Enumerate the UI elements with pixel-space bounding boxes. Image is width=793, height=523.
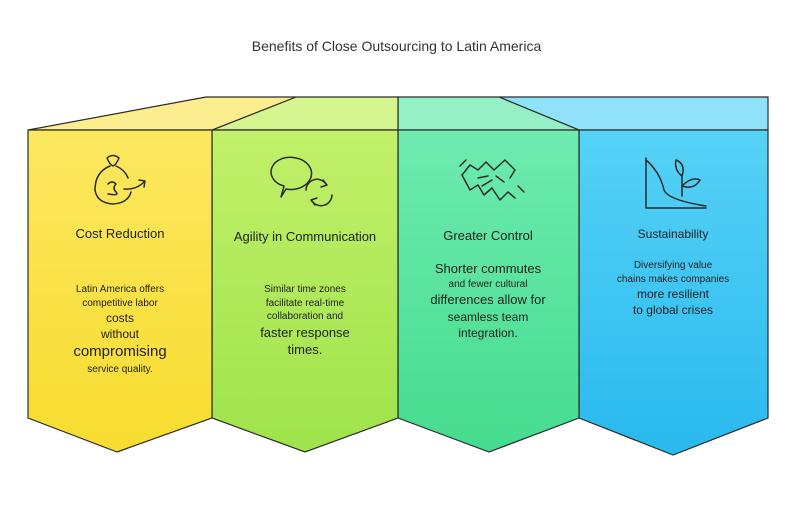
heading-sustainability: Sustainability bbox=[637, 227, 709, 241]
plant-growth-icon bbox=[645, 157, 707, 209]
desc-line: collaboration and bbox=[266, 311, 344, 322]
panel-sustainability bbox=[498, 96, 769, 456]
panel-greater-control bbox=[397, 96, 580, 453]
chat-refresh-icon bbox=[270, 156, 333, 207]
desc-line: competitive labor bbox=[82, 297, 158, 309]
desc-line: without bbox=[100, 327, 140, 342]
panel-cost-reduction bbox=[27, 96, 297, 453]
desc-line: faster response bbox=[260, 324, 350, 340]
desc-line: costs bbox=[105, 311, 134, 325]
desc-line: service quality. bbox=[87, 363, 153, 375]
desc-cost-reduction: Latin America offers competitive labor c… bbox=[40, 283, 200, 376]
panel-agility bbox=[211, 96, 399, 453]
money-bag-icon bbox=[94, 154, 146, 205]
desc-line: differences allow for bbox=[430, 292, 546, 308]
desc-greater-control: Shorter commutes and fewer cultural diff… bbox=[405, 260, 571, 341]
desc-line: Shorter commutes bbox=[434, 261, 542, 276]
desc-line: compromising bbox=[73, 343, 167, 361]
heading-agility: Agility in Communication bbox=[233, 229, 377, 244]
desc-line: and fewer cultural bbox=[448, 278, 528, 290]
desc-agility: Similar time zones facilitate real-time … bbox=[222, 283, 388, 359]
desc-line: to global crises bbox=[632, 303, 714, 318]
heading-cost-reduction: Cost Reduction bbox=[75, 226, 165, 241]
desc-line: chains makes companies bbox=[616, 273, 730, 285]
diagram-title: Benefits of Close Outsourcing to Latin A… bbox=[251, 38, 542, 54]
desc-line: Similar time zones bbox=[264, 284, 346, 295]
desc-line: times. bbox=[287, 342, 323, 358]
desc-line: facilitate real-time bbox=[265, 297, 345, 309]
desc-line: seamless team bbox=[447, 309, 529, 324]
handshake-icon bbox=[459, 159, 525, 201]
heading-greater-control: Greater Control bbox=[443, 228, 533, 243]
desc-line: more resilient bbox=[636, 287, 710, 301]
desc-line: Diversifying value bbox=[633, 260, 713, 271]
desc-line: Latin America offers bbox=[75, 284, 165, 295]
desc-sustainability: Diversifying value chains makes companie… bbox=[588, 259, 758, 318]
desc-line: integration. bbox=[458, 325, 518, 340]
